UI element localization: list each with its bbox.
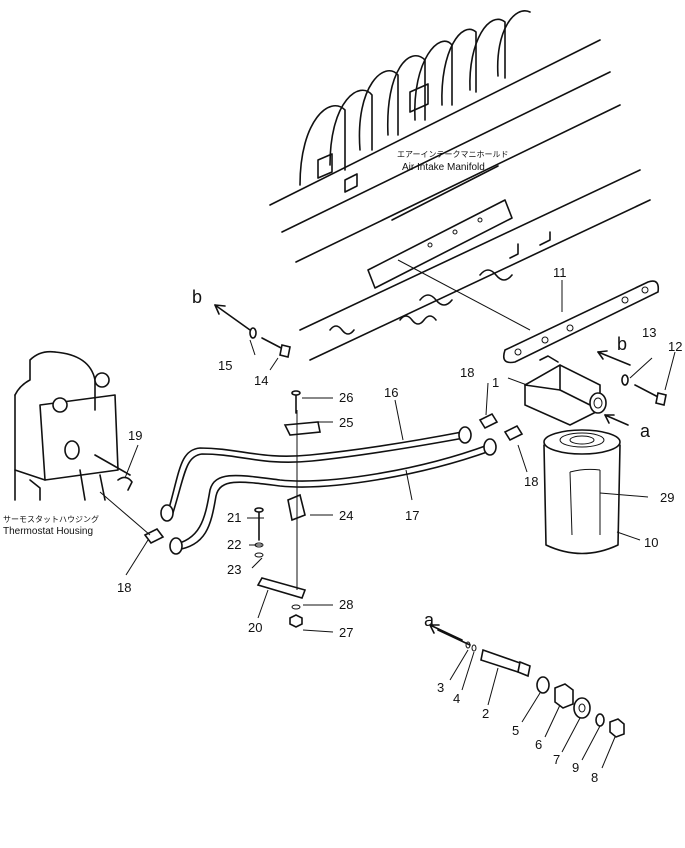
part-label-24: 24 xyxy=(339,508,353,523)
part-label-25: 25 xyxy=(339,415,353,430)
part-label-10: 10 xyxy=(644,535,658,550)
bracket-part-11 xyxy=(502,280,660,364)
part-label-20: 20 xyxy=(248,620,262,635)
part-label-12: 12 xyxy=(668,339,682,354)
part-label-21: 21 xyxy=(227,510,241,525)
manifold-caption-en: Air Intake Manifold xyxy=(402,162,485,173)
view-letter-a-top: a xyxy=(640,421,651,441)
view-letter-a-bottom: a xyxy=(424,610,435,630)
part-label-1: 1 xyxy=(492,375,499,390)
part-label-14: 14 xyxy=(254,373,268,388)
tubes-16-17 xyxy=(160,426,497,555)
part-label-23: 23 xyxy=(227,562,241,577)
clamp-assembly xyxy=(254,390,321,628)
view-letter-b-right: b xyxy=(617,334,627,354)
part-label-19: 19 xyxy=(128,428,142,443)
part-label-5: 5 xyxy=(512,723,519,738)
thermostat-caption-en: Thermostat Housing xyxy=(3,526,93,537)
part-label-16: 16 xyxy=(384,385,398,400)
part-label-26: 26 xyxy=(339,390,353,405)
air-intake-manifold-drawing xyxy=(269,10,651,361)
leader-lines xyxy=(124,280,676,769)
part-label-6: 6 xyxy=(535,737,542,752)
bolts-12-15 xyxy=(249,327,667,406)
part-label-15: 15 xyxy=(218,358,232,373)
manifold-caption-jp: エアーインテークマニホールド xyxy=(397,150,509,159)
view-arrows xyxy=(214,304,631,641)
fittings-18-19 xyxy=(94,412,524,545)
thermostat-caption-jp: サーモスタットハウジング xyxy=(3,514,99,524)
part-label-17: 17 xyxy=(405,508,419,523)
filter-head-part-1 xyxy=(524,355,607,426)
view-letter-b-left: b xyxy=(192,287,202,307)
part-label-29: 29 xyxy=(660,490,674,505)
part-label-11: 11 xyxy=(553,265,567,280)
part-label-3: 3 xyxy=(437,680,444,695)
part-label-27: 27 xyxy=(339,625,353,640)
part-label-28: 28 xyxy=(339,597,353,612)
thermostat-housing-drawing xyxy=(14,350,119,501)
part-label-9: 9 xyxy=(572,760,579,775)
sensor-assembly xyxy=(437,629,625,738)
part-label-18-left: 18 xyxy=(117,580,131,595)
part-label-2: 2 xyxy=(482,706,489,721)
part-label-18-right: 18 xyxy=(524,474,538,489)
filter-cartridge-part-10 xyxy=(543,429,621,555)
part-label-4: 4 xyxy=(453,691,460,706)
part-label-8: 8 xyxy=(591,770,598,785)
part-label-13: 13 xyxy=(642,325,656,340)
part-label-18-top: 18 xyxy=(460,365,474,380)
part-label-22: 22 xyxy=(227,537,241,552)
part-label-7: 7 xyxy=(553,752,560,767)
